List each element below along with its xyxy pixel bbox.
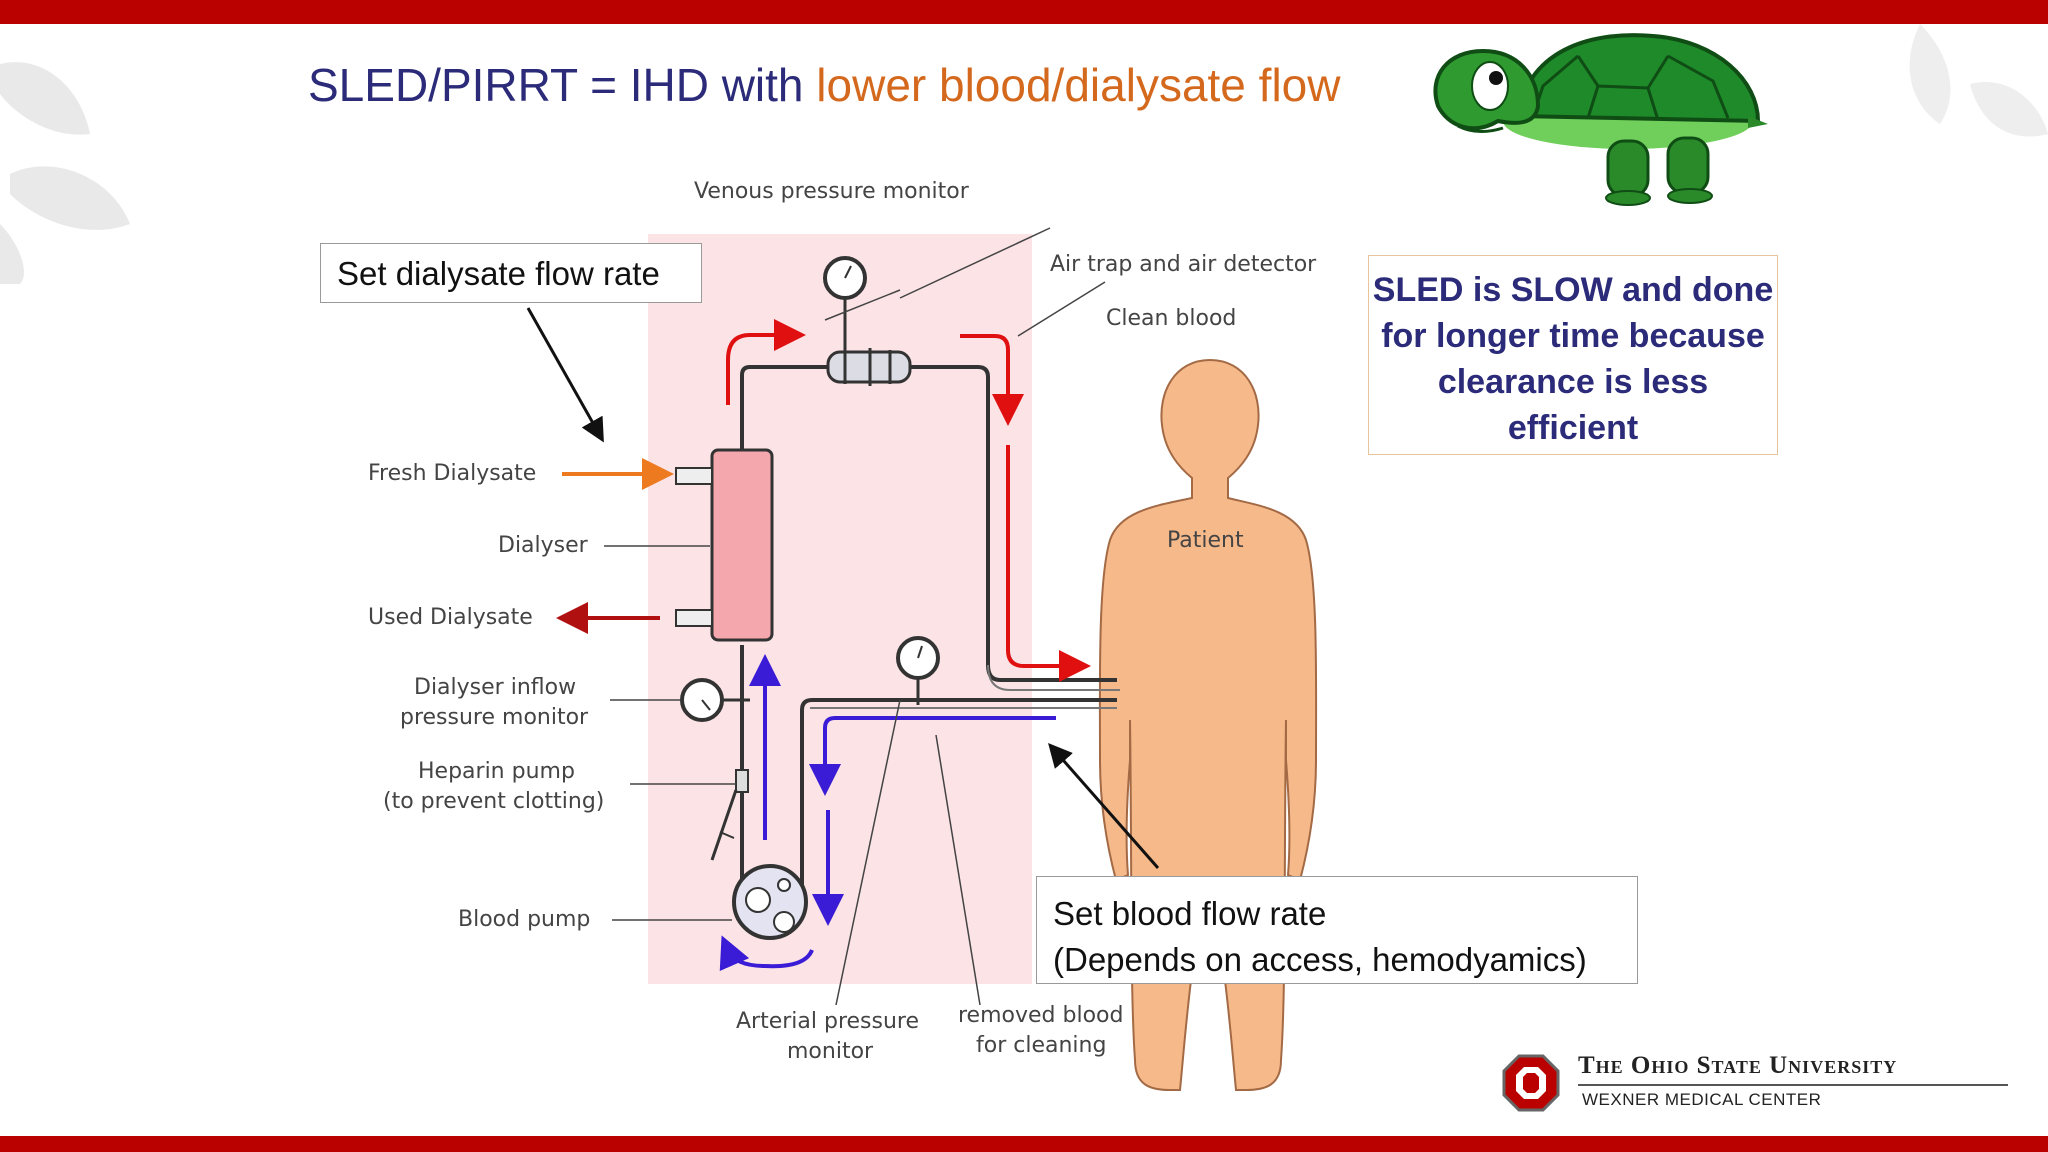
dialyser-inflow-gauge [680,678,750,722]
osu-wexner-logo: The Ohio State University WEXNER MEDICAL… [1502,1052,2022,1114]
title-highlight: lower blood/dialysate flow [816,59,1341,111]
label-removed-1: removed blood [958,1003,1123,1028]
callout-blood-line1: Set blood flow rate [1053,895,1327,932]
label-fresh-dialysate: Fresh Dialysate [368,461,536,486]
dialysate-port-top [675,467,713,485]
block-o-logo-icon [1502,1054,1560,1112]
arterial-pressure-gauge [896,636,940,705]
flow-arrow-red-2 [960,334,1024,426]
label-air-trap: Air trap and air detector [1050,252,1317,277]
tube-clean-blood-2 [910,365,1117,682]
callout-dialysate-flow: Set dialysate flow rate [320,243,702,303]
hemodialysis-circuit-diagram: Patient [368,179,1317,1091]
label-arterial-1: Arterial pressure [736,1009,919,1034]
label-heparin-1: Heparin pump [418,759,575,784]
label-dialyser-inflow-2: pressure monitor [400,705,589,730]
flow-arrow-blue-4 [764,949,814,969]
callout-blood-line2: (Depends on access, hemodyamics) [1053,941,1587,978]
label-used-dialysate: Used Dialysate [368,605,533,630]
bottom-accent-bar [0,1136,2048,1152]
label-blood-pump: Blood pump [458,907,590,932]
flow-arrow-blue-1 [809,716,1056,796]
flow-arrow-blue-3 [719,935,766,972]
callout-blood-flow: Set blood flow rate (Depends on access, … [1036,876,1638,984]
sled-note-box: SLED is SLOW and done for longer time be… [1368,255,1778,455]
dialyser [710,448,774,642]
label-clean-blood: Clean blood [1106,306,1236,331]
tube-arterial [800,698,1117,895]
flow-arrow-red-3 [1006,445,1091,682]
dialysate-port-bottom [675,609,713,627]
label-dialyser: Dialyser [498,533,589,558]
label-patient: Patient [1167,528,1244,553]
decorative-leaves [0,62,130,284]
slide-title: SLED/PIRRT = IHD with lower blood/dialys… [308,58,1340,112]
logo-divider [1578,1084,2008,1086]
heparin-pump [710,769,749,861]
top-accent-bar [0,0,2048,24]
dialysate-callout-arrow [526,307,604,443]
label-heparin-2: (to prevent clotting) [383,789,604,814]
label-dialyser-inflow-1: Dialyser inflow [414,675,576,700]
decorative-leaves-right [1909,24,2048,137]
blood-pump [732,864,808,940]
university-name: The Ohio State University [1578,1052,1898,1079]
blood-callout-arrow [1048,742,1160,869]
venous-pressure-gauge [823,256,867,355]
label-removed-2: for cleaning [976,1033,1106,1058]
title-main: SLED/PIRRT = IHD with [308,59,817,111]
flow-arrow-red-1 [726,319,806,405]
turtle-illustration [1433,33,1768,206]
tube-clean-blood [740,365,828,450]
label-venous-pressure-monitor: Venous pressure monitor [694,179,970,204]
medical-center-name: WEXNER MEDICAL CENTER [1582,1090,1822,1109]
label-arterial-2: monitor [787,1039,874,1064]
